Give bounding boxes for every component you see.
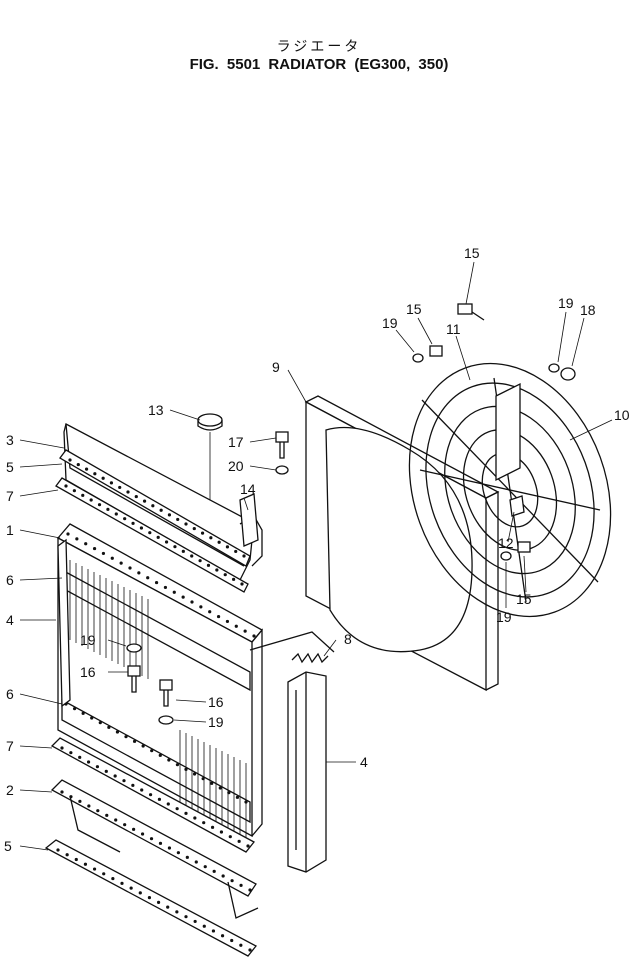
callout-8: 8	[344, 631, 352, 647]
callout-3: 3	[6, 432, 14, 448]
fan-guard-part-10	[408, 362, 612, 618]
callout-4-right: 4	[360, 754, 368, 770]
callout-18: 18	[580, 302, 596, 318]
callout-10: 10	[614, 407, 630, 423]
callout-7-bottom: 7	[6, 738, 14, 754]
callout-19-bottom: 19	[496, 609, 512, 625]
callout-9: 9	[272, 359, 280, 375]
callout-19-right: 19	[558, 295, 574, 311]
callout-4-left: 4	[6, 612, 14, 628]
fan-shroud-part-9	[304, 395, 500, 692]
callout-19-upper: 19	[382, 315, 398, 331]
side-support-left-part-4	[57, 538, 71, 708]
side-support-right-part-4	[287, 671, 327, 873]
bolt-part-15-right	[500, 541, 531, 561]
callout-17: 17	[228, 434, 244, 450]
bracket-part-14	[239, 493, 259, 547]
hole-dots	[56, 458, 256, 952]
nut-part-18	[548, 363, 576, 381]
title-japanese: ラジエータ	[276, 39, 362, 55]
callout-13: 13	[148, 402, 164, 418]
callout-15-top: 15	[464, 245, 480, 261]
leader-lines	[19, 261, 613, 851]
callout-5-bottom: 5	[4, 838, 12, 854]
callout-7-top: 7	[6, 488, 14, 504]
core-fins	[69, 560, 247, 843]
callout-1: 1	[6, 522, 14, 538]
bolt-part-17	[275, 431, 289, 459]
clamp-part-12	[509, 495, 525, 517]
bolt-part-15-top	[457, 303, 485, 321]
lower-gasket-part-5	[44, 839, 257, 957]
callout-11: 11	[446, 321, 461, 337]
callout-6-bottom: 6	[6, 686, 14, 702]
upper-packing-part-7	[55, 477, 249, 593]
callout-15-left: 15	[406, 301, 422, 317]
callout-15-bottom: 15	[516, 591, 532, 607]
callout-2: 2	[6, 782, 14, 798]
callout-labels: 3 5 7 1 6 4 6 7 2 5 13 17 20 14 19 16 16…	[4, 245, 630, 854]
callout-16-right: 16	[208, 694, 224, 710]
bolt-part-15-left	[412, 345, 443, 363]
callout-19-left: 19	[80, 632, 96, 648]
callout-12: 12	[498, 535, 514, 551]
guard-bracket-part-11	[495, 382, 521, 482]
washer-part-20	[275, 465, 289, 475]
bolt-part-16-a	[127, 665, 141, 693]
callout-5-top: 5	[6, 459, 14, 475]
callout-19-mid: 19	[208, 714, 224, 730]
washer-part-19-b	[158, 715, 174, 725]
callout-20: 20	[228, 458, 244, 474]
callout-16-left: 16	[80, 664, 96, 680]
bolt-part-16-b	[159, 679, 173, 707]
upper-gasket-part-5	[59, 449, 251, 567]
washer-part-19-a	[126, 643, 142, 653]
callout-6-top: 6	[6, 572, 14, 588]
radiator-cap-part-13	[197, 413, 223, 500]
callout-14: 14	[240, 481, 256, 497]
figure-title: FIG. 5501 RADIATOR (EG300, 350)	[189, 56, 449, 73]
clips-part-8	[249, 631, 335, 664]
